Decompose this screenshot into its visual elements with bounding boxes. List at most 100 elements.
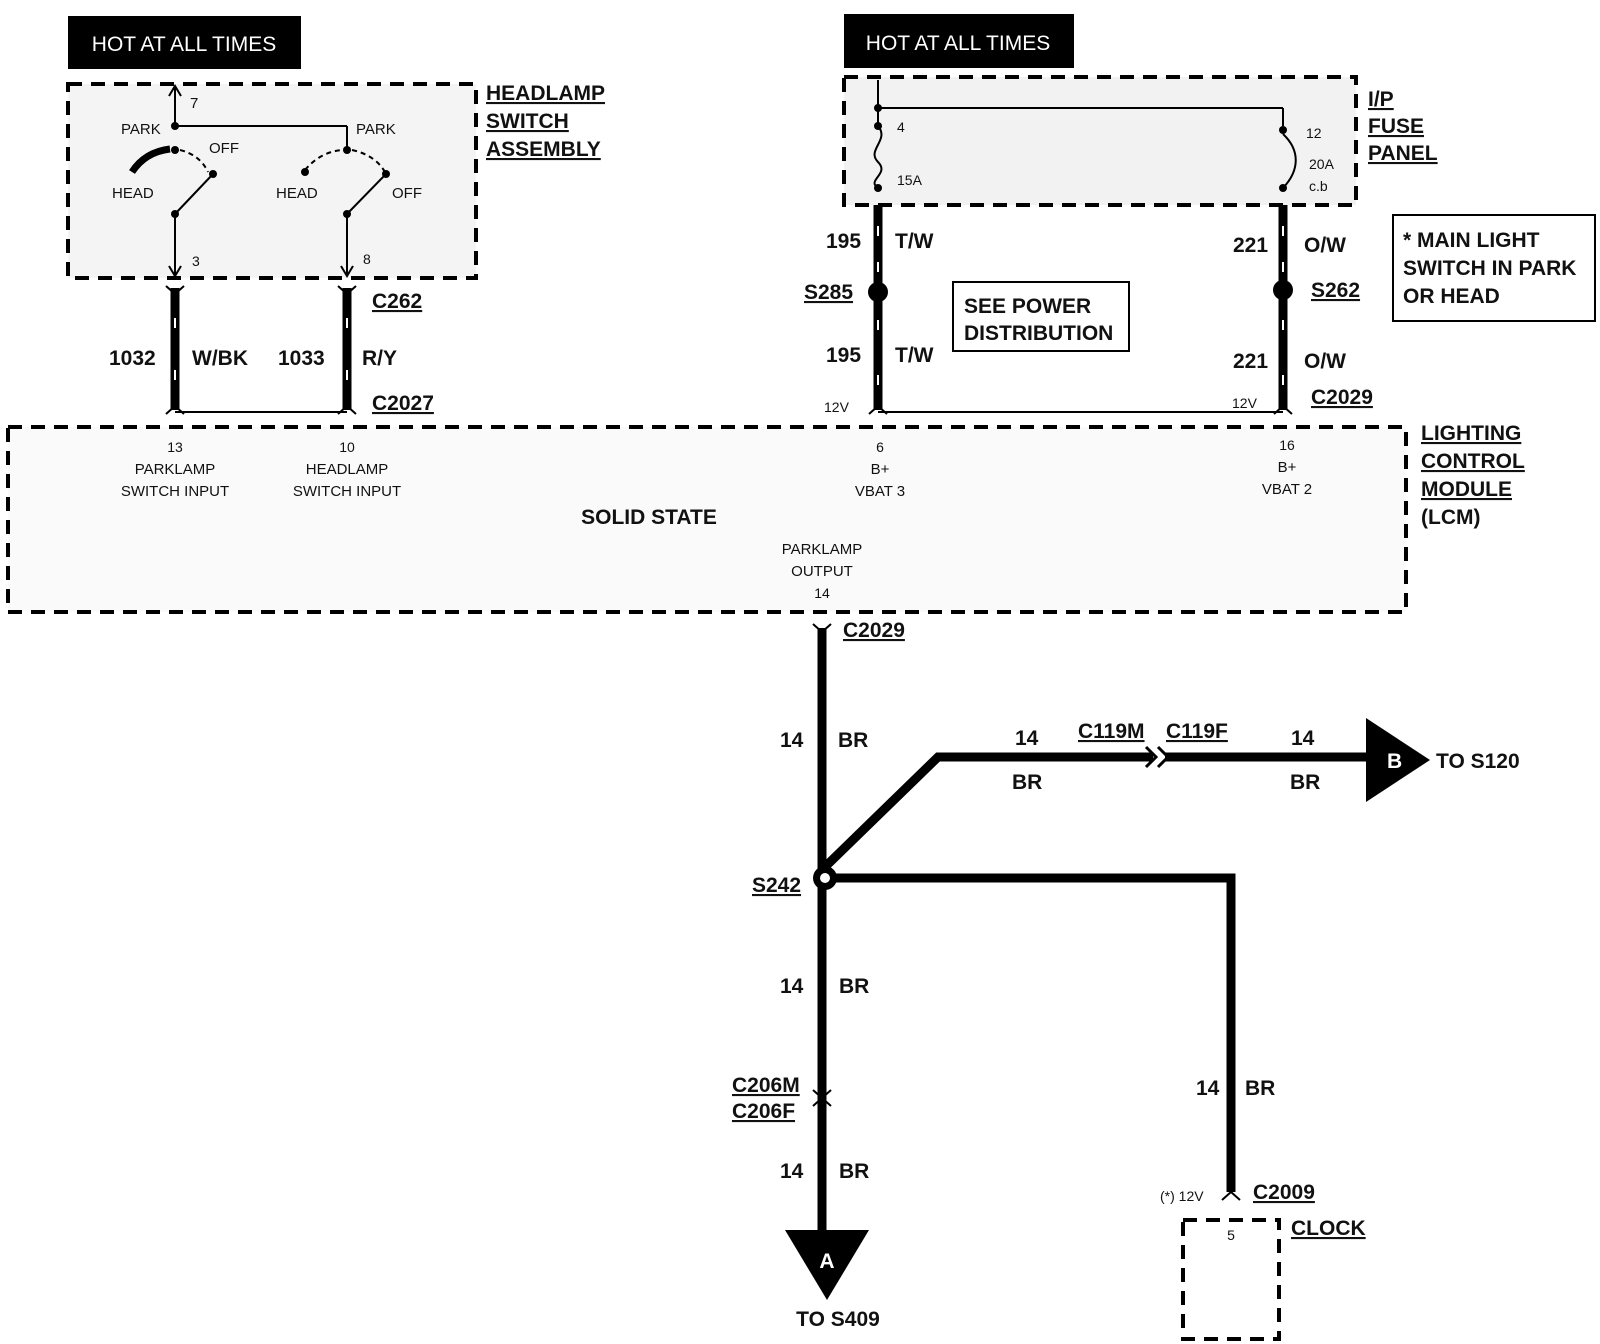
lcm-pin13-line1: PARKLAMP [135, 461, 216, 478]
branch-w14b-color: BR [1290, 771, 1320, 794]
clock-pin-5: 5 [1227, 1227, 1235, 1243]
wire-195 [868, 205, 888, 415]
cb-label: c.b [1309, 178, 1328, 194]
wire-221a-circuit: 221 [1233, 234, 1268, 257]
hs-off2: OFF [392, 185, 422, 202]
splice-s285: S285 [804, 281, 853, 304]
arrow-a-label: A [819, 1250, 834, 1273]
connector-c2029-output: C2029 [843, 619, 905, 642]
clock-label: CLOCK [1291, 1217, 1366, 1240]
main-light-note-box: * MAIN LIGHT SWITCH IN PARK OR HEAD [1392, 214, 1596, 322]
connector-c2009: C2009 [1253, 1181, 1315, 1204]
headlamp-title-1: HEADLAMP [486, 82, 605, 105]
splice-s242-label: S242 [752, 874, 801, 897]
see-power-distribution-box: SEE POWER DISTRIBUTION [952, 281, 1130, 352]
fuse-pin4: 4 [897, 119, 905, 135]
headlamp-title-3: ASSEMBLY [486, 138, 601, 161]
splice-s262: S262 [1311, 279, 1360, 302]
ip-fuse-panel: 4 15A 12 20A c.b [842, 75, 1358, 207]
wire-221b-color: O/W [1304, 350, 1346, 373]
note-line-1: * MAIN LIGHT [1403, 229, 1540, 252]
fuse-panel-title-2: FUSE [1368, 115, 1424, 138]
branch-w14a-circuit: 14 [1015, 727, 1039, 750]
to-s409: TO S409 [796, 1308, 880, 1331]
branch-w14a-color: BR [1012, 771, 1042, 794]
wire-1032 [165, 285, 185, 415]
note-line-3: OR HEAD [1403, 285, 1500, 308]
lcm-pin6-line2: VBAT 3 [855, 483, 905, 500]
wire-195b-color: T/W [895, 344, 934, 367]
lcm-solid-state: SOLID STATE [581, 506, 717, 529]
connector-c2029-top: C2029 [1311, 386, 1373, 409]
wire-221a-color: O/W [1304, 234, 1346, 257]
arrow-a: A [785, 1230, 869, 1300]
wire-1033-circuit: 1033 [278, 347, 325, 370]
arrow-b: B [1366, 718, 1430, 802]
fuse-panel-title-1: I/P [1368, 88, 1394, 111]
arrow-b-label: B [1387, 750, 1402, 773]
connector-c262: C262 [372, 290, 422, 313]
hot-right-label: HOT AT ALL TIMES [866, 32, 1050, 55]
clock-component: 5 [1181, 1218, 1281, 1341]
clock-w14-circuit: 14 [1196, 1077, 1220, 1100]
wire-221 [1273, 205, 1293, 415]
fuse-15a: 15A [897, 172, 923, 188]
lcm-pin13-num: 13 [167, 439, 183, 455]
wire-1032-color: W/BK [192, 347, 248, 370]
wire-1033-color: R/Y [362, 347, 397, 370]
hs-off1: OFF [209, 140, 239, 157]
connector-c2027: C2027 [372, 392, 434, 415]
lighting-control-module: 13 PARKLAMP SWITCH INPUT 10 HEADLAMP SWI… [6, 425, 1408, 614]
hs-pin3: 3 [192, 253, 200, 269]
connector-c206f: C206F [732, 1100, 795, 1123]
lcm-pin10-line2: SWITCH INPUT [293, 483, 401, 500]
lcm-pin10-line1: HEADLAMP [306, 461, 389, 478]
wire-221b-circuit: 221 [1233, 350, 1268, 373]
hot-left-label: HOT AT ALL TIMES [92, 33, 276, 56]
note-line-2: SWITCH IN PARK [1403, 257, 1576, 280]
volt-12v-left: 12V [824, 399, 850, 415]
wire-14a-circuit: 14 [780, 729, 804, 752]
hs-pin8: 8 [363, 251, 371, 267]
see-power-line-2: DISTRIBUTION [964, 322, 1113, 345]
lcm-pin14-line1: PARKLAMP [782, 541, 863, 558]
wire-14b-circuit: 14 [780, 975, 804, 998]
headlamp-title-2: SWITCH [486, 110, 569, 133]
cb-pin12: 12 [1306, 125, 1322, 141]
wire-14-branch-s120 [822, 745, 1372, 870]
clock-w14-color: BR [1245, 1077, 1275, 1100]
wire-195b-circuit: 195 [826, 344, 861, 367]
wire-14c-circuit: 14 [780, 1160, 804, 1183]
see-power-line-1: SEE POWER [964, 295, 1091, 318]
hs-pin7: 7 [190, 95, 198, 112]
cb-20a: 20A [1309, 156, 1335, 172]
lcm-pin14-num: 14 [814, 585, 830, 601]
wire-14a-color: BR [838, 729, 868, 752]
fuse-panel-title-3: PANEL [1368, 142, 1438, 165]
lcm-pin16-line2: VBAT 2 [1262, 481, 1312, 498]
wire-1032-circuit: 1032 [109, 347, 156, 370]
wire-14c-color: BR [839, 1160, 869, 1183]
to-s120: TO S120 [1436, 750, 1520, 773]
wire-14b-color: BR [839, 975, 869, 998]
lcm-title-2: CONTROL [1421, 450, 1525, 473]
hs-head1: HEAD [112, 185, 154, 202]
hs-head2: HEAD [276, 185, 318, 202]
lcm-title-3: MODULE [1421, 478, 1512, 501]
splice-s242 [813, 866, 837, 890]
hs-park2: PARK [356, 121, 396, 138]
wire-1033 [337, 285, 357, 415]
volt-12v-right: 12V [1232, 395, 1258, 411]
wire-195a-circuit: 195 [826, 230, 861, 253]
hot-at-all-times-right: HOT AT ALL TIMES [844, 14, 1074, 68]
lcm-pin6-line1: B+ [871, 461, 890, 478]
lcm-pin16-line1: B+ [1278, 459, 1297, 476]
hot-at-all-times-left: HOT AT ALL TIMES [68, 16, 301, 69]
lcm-pin6-num: 6 [876, 439, 884, 455]
connector-c119f: C119F [1166, 720, 1228, 743]
lcm-pin16-num: 16 [1279, 437, 1295, 453]
clock-volt: (*) 12V [1160, 1188, 1204, 1204]
lcm-title-1: LIGHTING [1421, 422, 1521, 445]
connector-c119m: C119M [1078, 720, 1145, 743]
